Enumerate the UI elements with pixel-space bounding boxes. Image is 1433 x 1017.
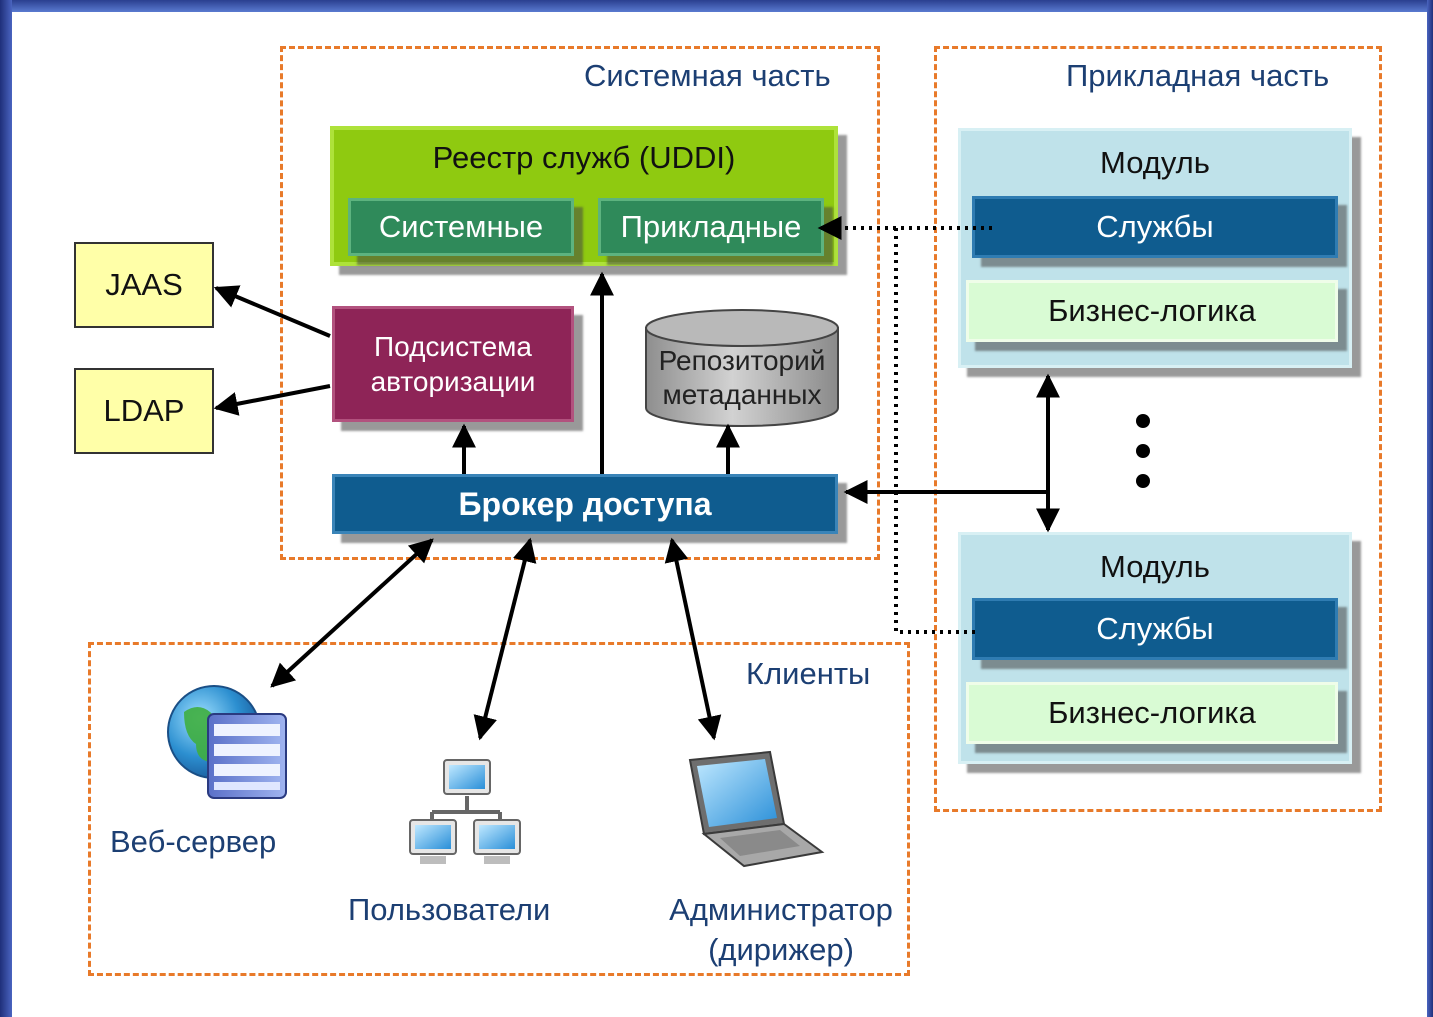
admin-label: Администратор (дирижер) (652, 890, 910, 970)
access-broker: Брокер доступа (332, 474, 838, 534)
authorization-subsystem-line2: авторизации (370, 366, 536, 397)
module-2-services: Службы (972, 598, 1338, 660)
metadata-repository-line1: Репозиторий (659, 345, 826, 376)
arrow-broker-users (473, 537, 537, 741)
module-1-business-logic: Бизнес-логика (966, 280, 1338, 342)
window-frame-left (0, 0, 12, 1017)
arrow-auth-to-jaas (213, 285, 331, 338)
clients-zone-title: Клиенты (746, 656, 871, 691)
admin-label-line1: Администратор (669, 892, 893, 927)
module-1-title: Модуль (1100, 145, 1210, 180)
dotted-line-module2-services (894, 228, 976, 634)
ldap-note: LDAP (74, 368, 214, 454)
module-2-business-logic: Бизнес-логика (966, 682, 1338, 744)
module-1-services: Службы (972, 196, 1338, 258)
admin-label-line2: (дирижер) (708, 932, 854, 967)
service-registry-title: Реестр служб (UDDI) (432, 140, 736, 175)
metadata-repository: Репозиторий метаданных (645, 309, 839, 427)
window-frame-top (0, 0, 1433, 12)
metadata-repository-line2: метаданных (663, 379, 822, 410)
system-services-box: Системные (348, 198, 574, 256)
arrow-broker-web-server (270, 538, 434, 688)
users-network-icon (409, 759, 521, 864)
system-zone (280, 46, 880, 560)
web-server-label: Веб-сервер (110, 824, 277, 859)
module-2-title: Модуль (1100, 549, 1210, 584)
arrow-auth-to-ldap (213, 384, 331, 416)
authorization-subsystem-line1: Подсистема (374, 331, 532, 362)
system-zone-title: Системная часть (584, 58, 831, 93)
jaas-note: JAAS (74, 242, 214, 328)
application-zone-title: Прикладная часть (1066, 58, 1330, 93)
web-server-icon (167, 685, 287, 799)
application-zone (934, 46, 1382, 812)
applied-services-box: Прикладные (598, 198, 824, 256)
authorization-subsystem: Подсистема авторизации (332, 306, 574, 422)
window-frame-right (1427, 0, 1433, 1017)
users-label: Пользователи (348, 892, 551, 927)
arrow-broker-admin (664, 537, 722, 741)
administrator-laptop-icon (688, 750, 825, 868)
